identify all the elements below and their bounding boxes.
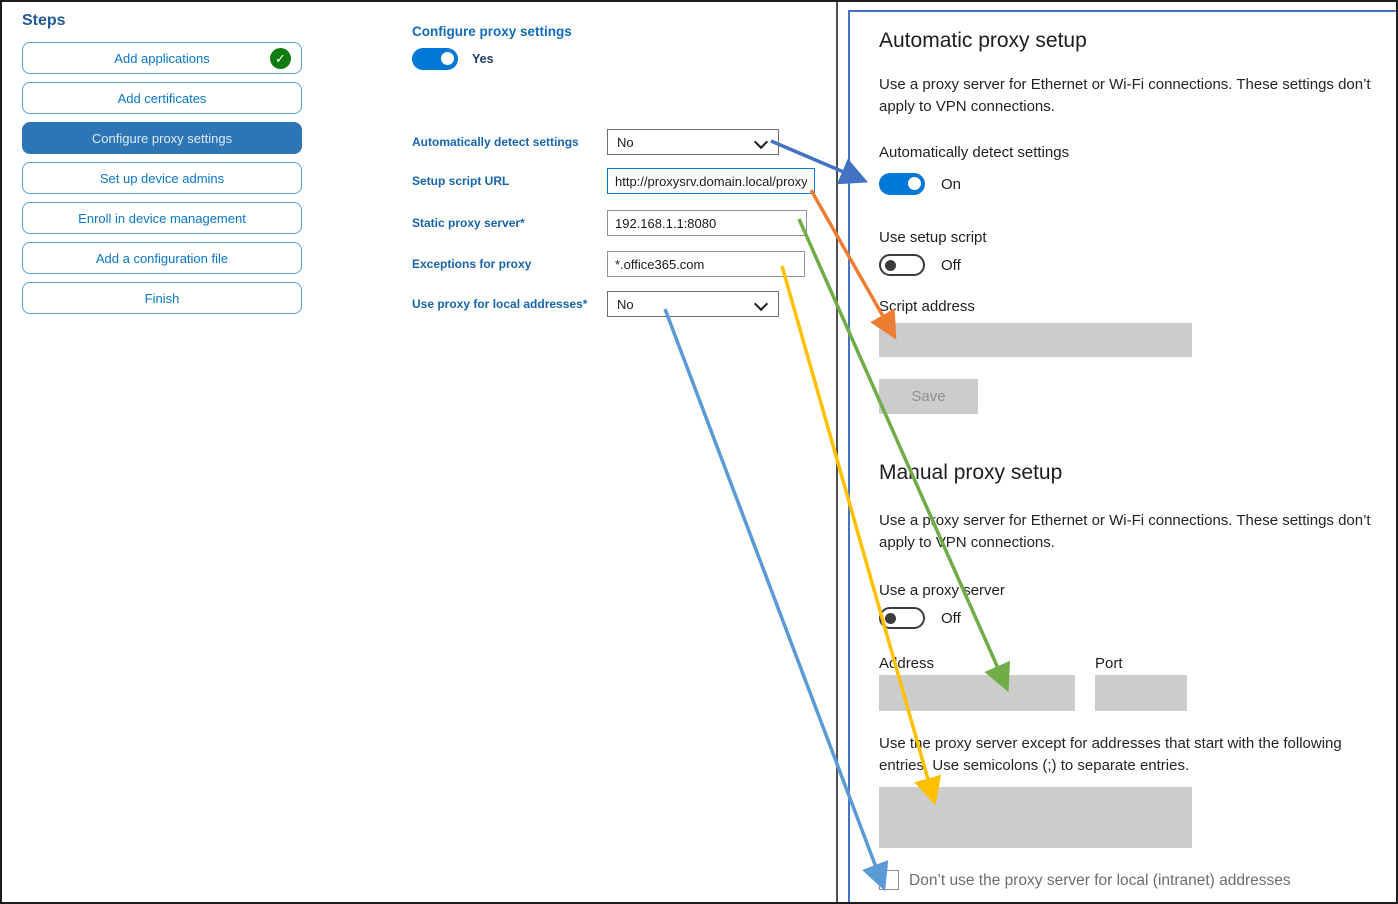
configure-proxy-toggle-row: Yes bbox=[412, 48, 494, 70]
toggle-knob bbox=[908, 177, 921, 190]
port-input[interactable] bbox=[1095, 675, 1187, 711]
address-column: Address bbox=[879, 655, 1075, 711]
port-label: Port bbox=[1095, 655, 1123, 672]
detect-settings-label: Automatically detect settings bbox=[879, 144, 1070, 161]
detect-settings-toggle[interactable] bbox=[879, 173, 925, 195]
toggle-knob bbox=[885, 612, 896, 624]
configure-proxy-toggle[interactable] bbox=[412, 48, 458, 70]
address-port-row: Address Port bbox=[879, 655, 1396, 711]
address-input[interactable] bbox=[879, 675, 1075, 711]
address-label: Address bbox=[879, 655, 935, 672]
step-add-certificates[interactable]: Add certificates bbox=[22, 82, 302, 114]
steps-title: Steps bbox=[22, 12, 66, 29]
use-setup-script-label: Use setup script bbox=[879, 229, 987, 246]
step-label: Add certificates bbox=[117, 90, 207, 106]
step-add-a-configuration-file[interactable]: Add a configuration file bbox=[22, 242, 302, 274]
proxy-exceptions-description: Use the proxy server except for addresse… bbox=[879, 735, 1342, 774]
step-label: Enroll in device management bbox=[78, 210, 246, 226]
field-row: Static proxy server* bbox=[412, 210, 832, 238]
step-label: Finish bbox=[144, 290, 180, 306]
script-address-label: Script address bbox=[879, 298, 975, 315]
windows-proxy-settings-panel: Automatic proxy setup Use a proxy server… bbox=[848, 10, 1396, 902]
step-configure-proxy-settings[interactable]: Configure proxy settings bbox=[22, 122, 302, 154]
completed-check-icon: ✓ bbox=[270, 48, 291, 69]
steps-sidebar: Steps Add applications ✓ Add certificate… bbox=[22, 12, 302, 322]
toggle-state-label: On bbox=[941, 175, 962, 193]
step-label: Add applications bbox=[114, 50, 210, 66]
detect-settings-toggle-row: On bbox=[879, 173, 1396, 195]
field-label: Setup script URL bbox=[412, 174, 510, 188]
field-row: Setup script URL bbox=[412, 168, 832, 196]
field-row: Exceptions for proxy bbox=[412, 251, 832, 279]
script-address-input[interactable] bbox=[879, 323, 1192, 357]
automatic-proxy-description: Use a proxy server for Ethernet or Wi-Fi… bbox=[879, 76, 1371, 115]
field-row: Automatically detect settings No bbox=[412, 129, 832, 157]
manual-proxy-heading: Manual proxy setup bbox=[879, 461, 1063, 484]
use-setup-script-toggle-row: Off bbox=[879, 254, 1396, 276]
form-title: Configure proxy settings bbox=[412, 24, 572, 39]
dropdown-value: No bbox=[617, 134, 634, 150]
save-button[interactable]: Save bbox=[879, 379, 978, 414]
field-label: Static proxy server* bbox=[412, 216, 525, 230]
step-label: Configure proxy settings bbox=[91, 130, 233, 146]
step-label: Add a configuration file bbox=[95, 250, 229, 266]
proxy-exceptions-textarea[interactable] bbox=[879, 787, 1192, 848]
static-proxy-server-input[interactable] bbox=[607, 210, 807, 236]
proxy-exceptions-input[interactable] bbox=[607, 251, 805, 277]
section-divider bbox=[836, 2, 838, 902]
use-setup-script-toggle[interactable] bbox=[879, 254, 925, 276]
toggle-knob bbox=[885, 259, 896, 271]
setup-script-url-input[interactable] bbox=[607, 168, 815, 194]
use-proxy-server-label: Use a proxy server bbox=[879, 582, 1005, 599]
local-addresses-checkbox[interactable] bbox=[879, 870, 899, 890]
port-column: Port bbox=[1095, 655, 1187, 711]
use-proxy-server-toggle[interactable] bbox=[879, 607, 925, 629]
step-enroll-in-device-management[interactable]: Enroll in device management bbox=[22, 202, 302, 234]
step-finish[interactable]: Finish bbox=[22, 282, 302, 314]
local-addresses-checkbox-row: Don’t use the proxy server for local (in… bbox=[879, 870, 1396, 892]
dropdown-value: No bbox=[617, 296, 634, 312]
step-add-applications[interactable]: Add applications ✓ bbox=[22, 42, 302, 74]
manual-proxy-description: Use a proxy server for Ethernet or Wi-Fi… bbox=[879, 512, 1371, 551]
step-label: Set up device admins bbox=[99, 170, 225, 186]
field-label: Automatically detect settings bbox=[412, 135, 579, 149]
automatic-proxy-heading: Automatic proxy setup bbox=[879, 29, 1087, 52]
field-row: Use proxy for local addresses* No bbox=[412, 291, 832, 319]
toggle-knob bbox=[441, 52, 454, 65]
local-proxy-dropdown[interactable]: No bbox=[607, 291, 779, 317]
toggle-state-label: Off bbox=[941, 256, 961, 274]
field-label: Exceptions for proxy bbox=[412, 257, 532, 271]
chevron-down-icon bbox=[753, 134, 769, 150]
autodetect-dropdown[interactable]: No bbox=[607, 129, 779, 155]
toggle-state-label: Off bbox=[941, 609, 961, 627]
field-label: Use proxy for local addresses* bbox=[412, 297, 588, 311]
local-addresses-checkbox-label: Don’t use the proxy server for local (in… bbox=[909, 872, 1291, 889]
chevron-down-icon bbox=[753, 296, 769, 312]
step-set-up-device-admins[interactable]: Set up device admins bbox=[22, 162, 302, 194]
use-proxy-server-toggle-row: Off bbox=[879, 607, 1396, 629]
toggle-state-label: Yes bbox=[472, 52, 494, 66]
